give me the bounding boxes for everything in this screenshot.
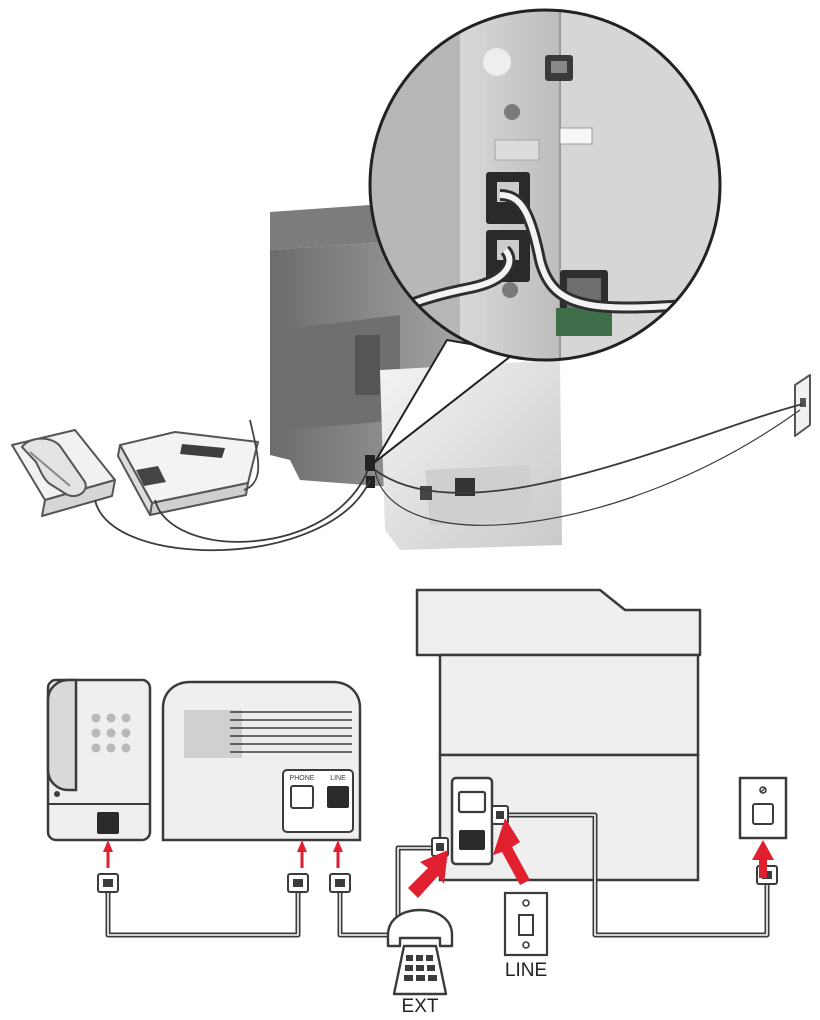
- telephone-icon: [386, 908, 454, 996]
- answering-machine-illustration: [117, 419, 260, 516]
- line-caption: LINE: [505, 960, 547, 981]
- keypad-icon: [91, 713, 131, 753]
- answering-machine-phone-port: [290, 785, 314, 809]
- connection-arrows: [103, 818, 774, 898]
- answering-machine-phone-label: PHONE: [290, 775, 315, 782]
- printer-line-port: [459, 830, 485, 850]
- telephone-schematic: [46, 678, 152, 842]
- answering-machine-schematic: PHONE LINE: [161, 680, 362, 842]
- top-cables: [94, 403, 804, 552]
- wall-jack-icon: [503, 891, 549, 957]
- wall-jack-port: [752, 803, 774, 825]
- bottom-schematic: PHONE LINE: [46, 588, 788, 1017]
- telephone-line-port: [97, 812, 119, 834]
- telephone-illustration: [11, 429, 116, 517]
- answering-machine-line-label: LINE: [330, 775, 346, 782]
- answering-machine-line-port: [327, 786, 349, 808]
- wall-jack-schematic: [738, 776, 788, 840]
- ext-caption: EXT: [402, 996, 439, 1015]
- printer-ext-port: [457, 790, 487, 814]
- printer-schematic: [415, 588, 702, 882]
- wall-jack-illustration: [794, 374, 811, 437]
- top-illustration: [11, 8, 811, 552]
